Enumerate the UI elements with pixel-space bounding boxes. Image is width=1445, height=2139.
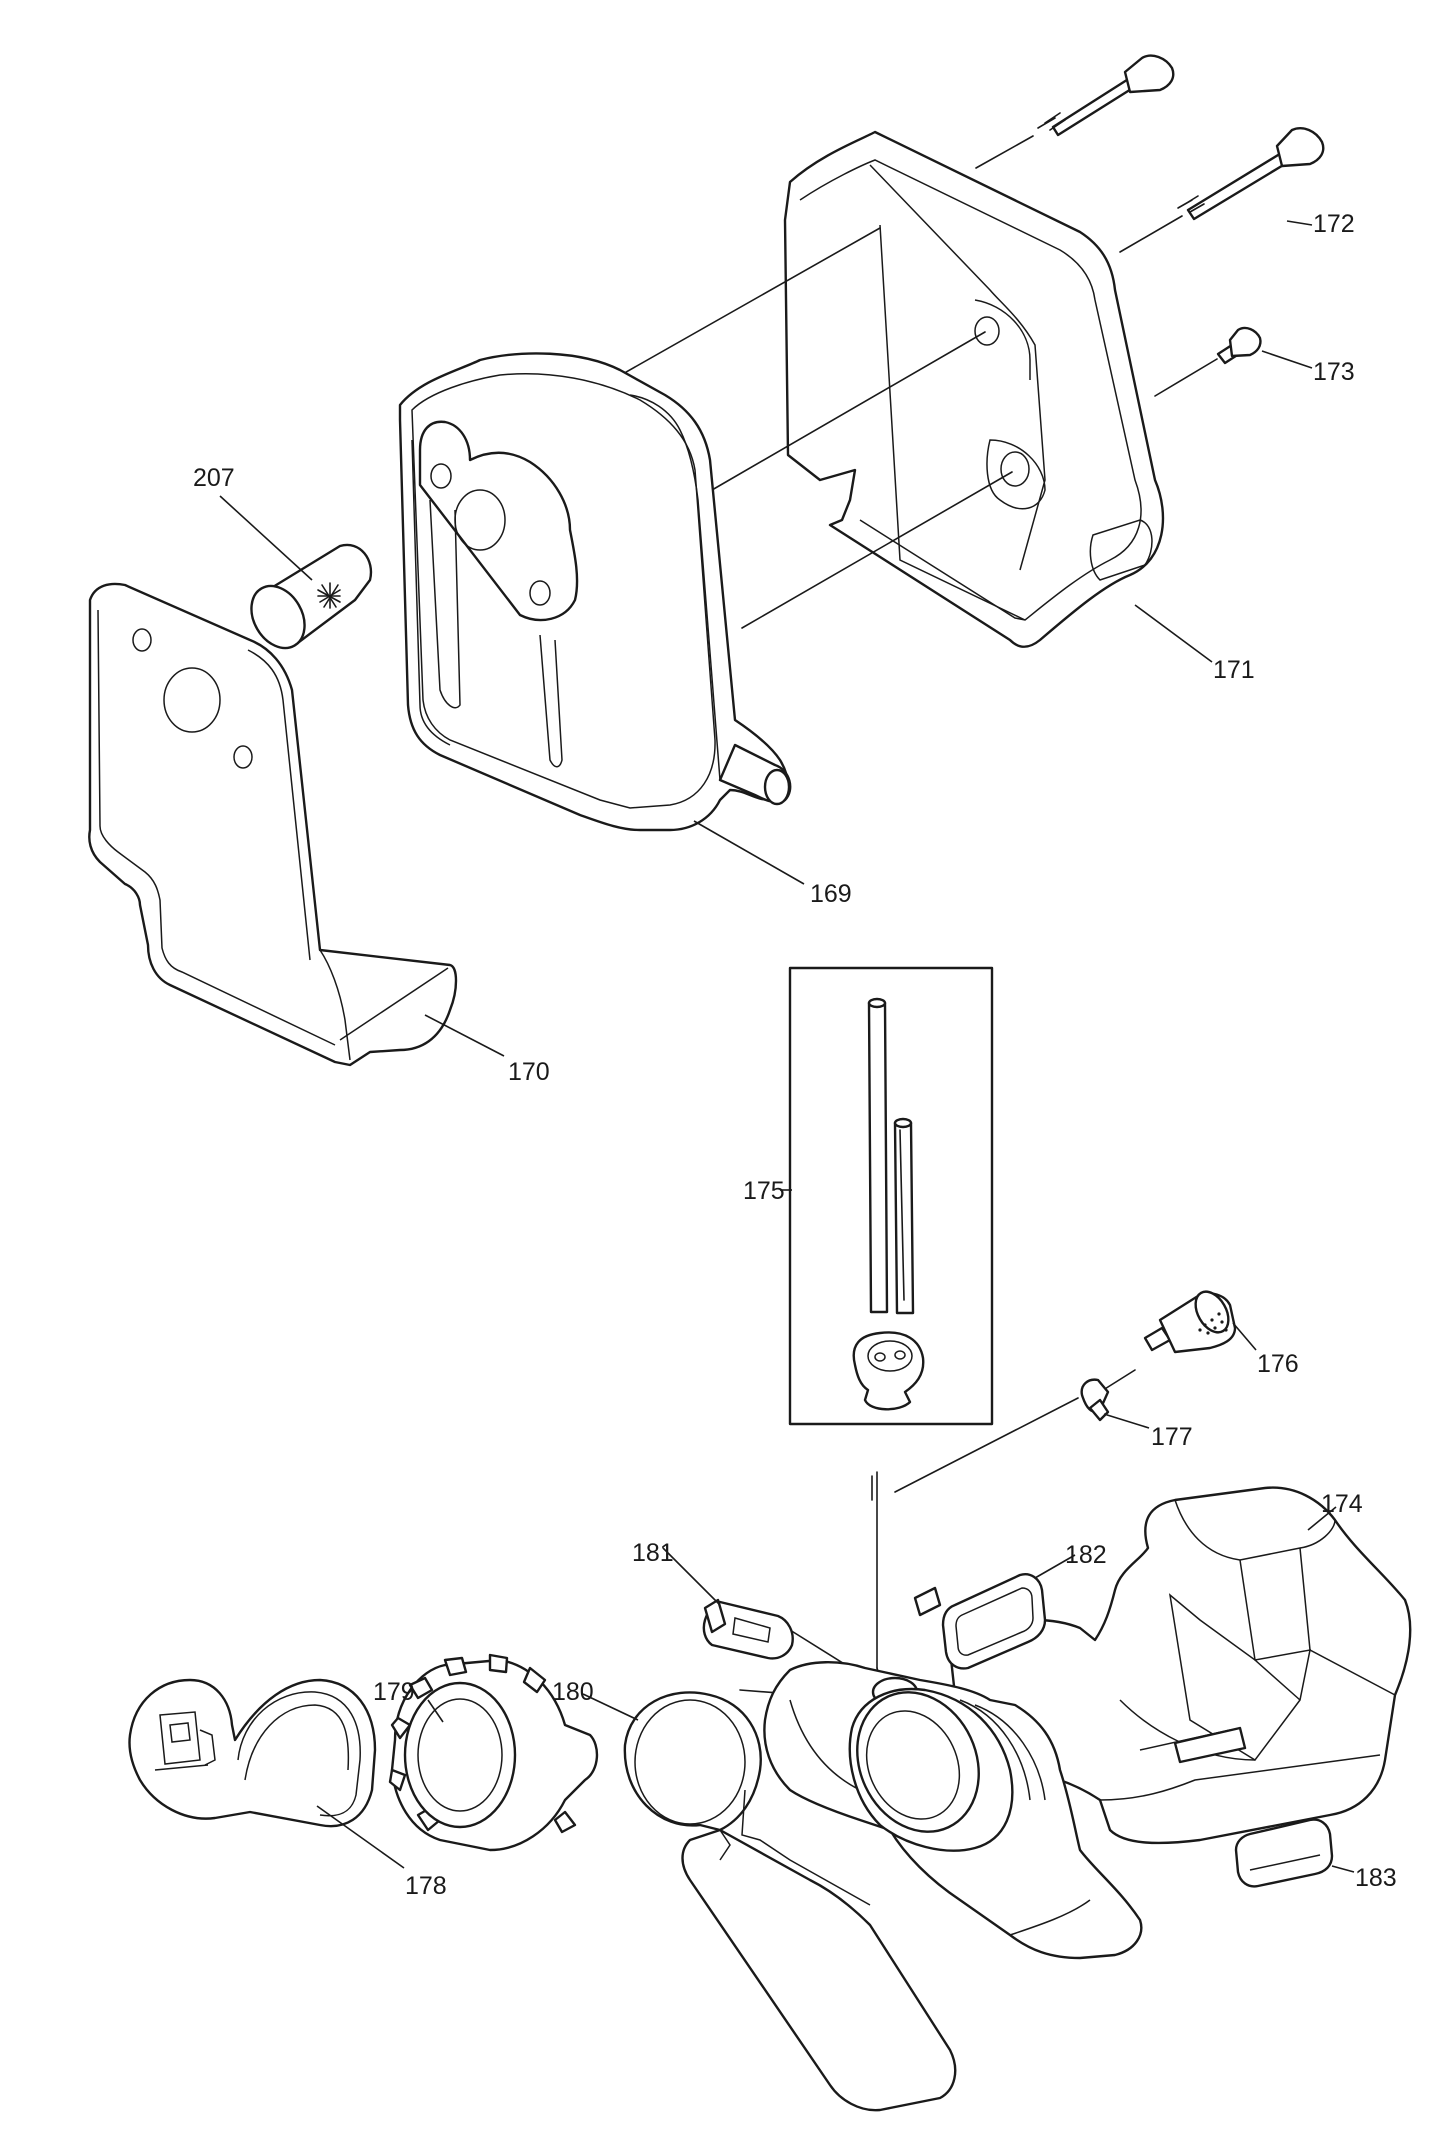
label-169: 169 [810,880,852,908]
label-175: 175 [743,1177,785,1205]
label-183: 183 [1355,1864,1397,1892]
mesh-pattern [317,582,341,609]
fuel-cap [388,1653,599,1852]
fuel-filter [1143,1290,1237,1354]
label-178: 178 [405,1872,447,1900]
label-170: 170 [508,1058,550,1086]
label-177: 177 [1151,1423,1193,1451]
fuel-tank [948,1486,1412,1845]
muffler-cover [783,130,1165,648]
label-174: 174 [1321,1490,1363,1518]
fuel-cap-seal-tag [623,1691,957,2112]
label-181: 181 [632,1539,674,1567]
tank-pad-182 [913,1573,1047,1670]
label-173: 173 [1313,358,1355,386]
label-207: 207 [193,464,235,492]
filter-dots [1198,1312,1228,1335]
label-171: 171 [1213,656,1255,684]
fuel-pump-symbol [154,1711,216,1771]
fuel-hose-kit [788,966,994,1426]
guide-lines [597,135,1218,1701]
label-176: 176 [1257,1350,1299,1378]
spark-arrestor-screen [250,543,373,650]
hose-clamp [1080,1378,1110,1422]
tank-pad-183 [1234,1818,1334,1888]
cap-retainer-strap [128,1678,377,1828]
check-valve [702,1598,794,1660]
leader-lines [219,220,1355,1873]
tank-body [763,1661,1143,1960]
label-182: 182 [1065,1541,1107,1569]
muffler [398,352,792,832]
long-bolt-172 [1177,127,1325,221]
label-180: 180 [552,1678,594,1706]
part-labels: 172 173 171 169 207 170 175 176 177 174 … [193,210,1397,1900]
label-179: 179 [373,1678,415,1706]
label-172: 172 [1313,210,1355,238]
short-screw-173 [1216,326,1262,365]
long-bolt-upper [1037,54,1175,137]
heat-shield-bracket [88,582,458,1067]
